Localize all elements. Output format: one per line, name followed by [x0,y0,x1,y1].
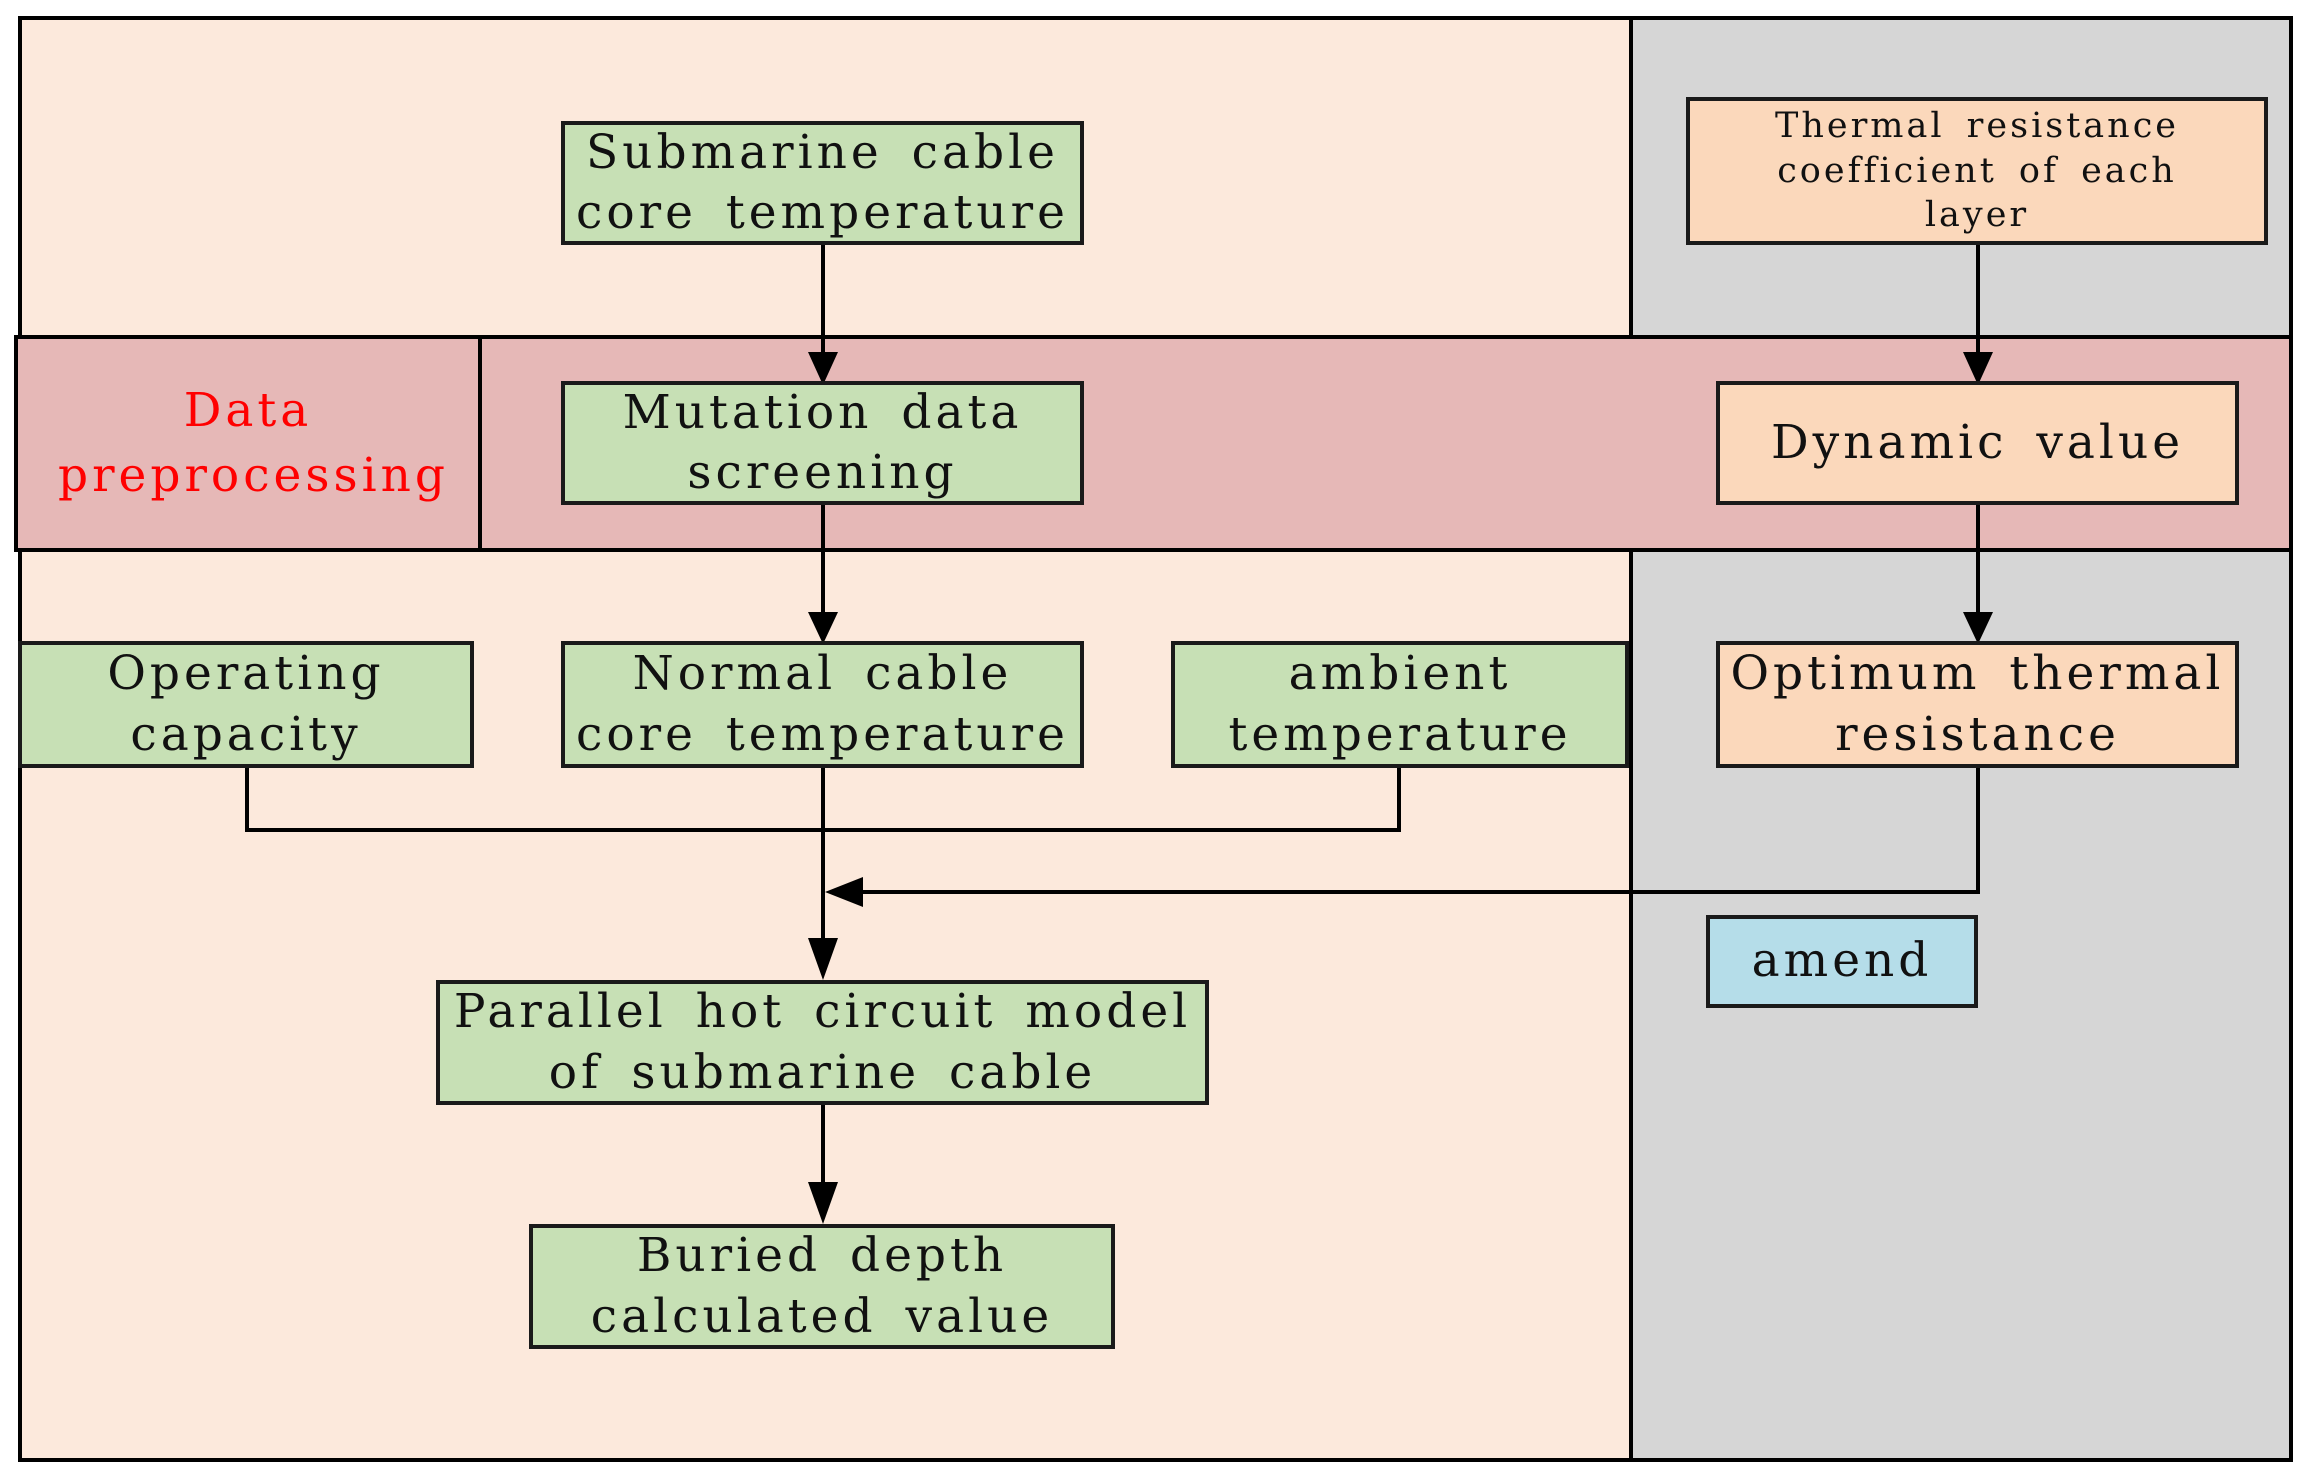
node-thermal-resistance-coefficient: Thermal resistance coefficient of each l… [1686,97,2268,245]
node-ambient-temperature: ambient temperature [1171,641,1629,768]
arrowhead-optimum [1963,612,1993,644]
node-mutation-data-screening: Mutation data screening [561,381,1084,505]
node-amend: amend [1706,915,1978,1008]
arrowhead-dynamic [1963,352,1993,385]
arrowhead-screening [808,352,838,385]
node-buried-depth-calculated-value: Buried depth calculated value [529,1224,1115,1349]
preprocessing-label-cell: Data preprocessing [14,335,482,552]
edge-optimum-to-model [860,768,1980,894]
node-optimum-thermal-resistance: Optimum thermal resistance [1716,641,2239,768]
node-normal-cable-core-temperature: Normal cable core temperature [561,641,1084,768]
node-operating-capacity: Operating capacity [18,641,474,768]
node-submarine-cable-core-temperature: Submarine cable core temperature [561,121,1084,245]
arrowhead-model [808,938,838,980]
arrowhead-merge [825,877,863,907]
node-parallel-hot-circuit-model: Parallel hot circuit model of submarine … [436,980,1209,1105]
section-label: Data preprocessing [58,382,449,503]
node-dynamic-value: Dynamic value [1716,381,2239,505]
arrowhead-normal [808,612,838,644]
arrowhead-depth [808,1182,838,1224]
